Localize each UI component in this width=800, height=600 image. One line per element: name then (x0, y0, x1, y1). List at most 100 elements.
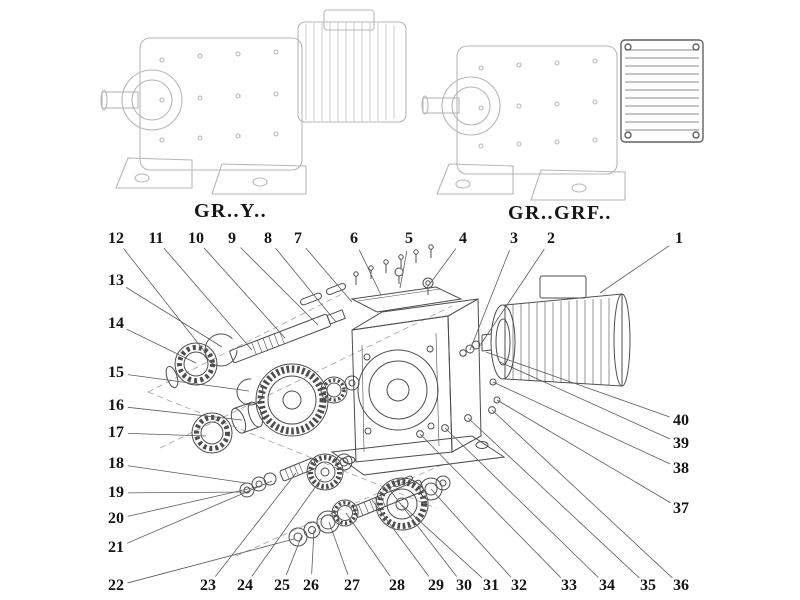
leader-line-8 (275, 248, 337, 323)
leader-line-35 (467, 417, 640, 579)
part-callout-36: 36 (671, 577, 691, 594)
bushing (230, 401, 264, 434)
motor (481, 275, 631, 387)
motor-terminal-box (323, 9, 375, 31)
output-hub (441, 76, 501, 136)
leader-line-6 (358, 249, 382, 296)
leader-line-3 (469, 250, 510, 351)
leader-line-28 (345, 512, 391, 577)
intermediate-gear-set (255, 363, 360, 437)
motor-end-cap (613, 293, 631, 387)
housing-base (330, 435, 506, 476)
foot-left (115, 157, 193, 189)
leader-line-25 (286, 534, 303, 575)
part-callout-28: 28 (387, 577, 407, 594)
leader-line-27 (328, 521, 349, 575)
part-callout-39: 39 (671, 435, 691, 452)
leader-line-34 (444, 427, 599, 578)
foot-right (530, 169, 626, 201)
part-callout-24: 24 (235, 577, 255, 594)
part-callout-21: 21 (106, 539, 126, 556)
leader-line-26 (311, 529, 315, 575)
part-callout-40: 40 (671, 412, 691, 429)
variant-label-gr-grf: GR..GRF.. (508, 202, 612, 224)
leader-line-20 (127, 485, 262, 517)
part-callout-33: 33 (559, 577, 579, 594)
leader-line-38 (492, 381, 671, 465)
output-gear-teeth (377, 479, 427, 529)
part-callout-11: 11 (146, 230, 166, 247)
motor-flange (490, 304, 516, 380)
leader-line-21 (126, 480, 273, 544)
part-callout-31: 31 (481, 577, 501, 594)
foot-hole (455, 179, 471, 189)
output-shaft (422, 97, 460, 114)
leader-line-33 (419, 433, 561, 578)
leader-line-17 (127, 433, 207, 437)
leader-line-7 (305, 247, 353, 303)
leader-line-10 (203, 247, 286, 339)
part-callout-9: 9 (226, 230, 238, 247)
foot-left (436, 163, 514, 195)
part-callout-37: 37 (671, 500, 691, 517)
exploded-view (147, 244, 631, 557)
part-callout-2: 2 (545, 230, 557, 247)
input-bearing-and-rings (165, 333, 264, 406)
part-callout-6: 6 (348, 230, 360, 247)
gearbox-body (139, 37, 303, 171)
retaining-ring (204, 333, 238, 367)
leader-line-19 (127, 491, 251, 494)
part-callout-35: 35 (638, 577, 658, 594)
foot-right (211, 163, 307, 195)
part-callout-10: 10 (186, 230, 206, 247)
part-callout-17: 17 (106, 424, 126, 441)
leader-line-30 (385, 484, 457, 577)
gearbox-bolt-dots (478, 58, 598, 149)
part-callout-15: 15 (106, 364, 126, 381)
leader-line-12 (123, 248, 206, 353)
leader-line-4 (425, 248, 457, 290)
gear-teeth-hatch (251, 331, 285, 355)
motor-terminal-box (539, 275, 587, 299)
leader-line-40 (485, 351, 670, 418)
part-callout-22: 22 (106, 577, 126, 594)
housing-cover (350, 286, 463, 313)
gearbox-body (456, 45, 618, 175)
variant-label-gr-y: GR..Y.. (194, 200, 268, 222)
leader-line-18 (127, 465, 247, 484)
output-shaft-end (100, 89, 108, 111)
assembled-view-gr-grf (421, 39, 704, 201)
leader-line-16 (127, 406, 243, 421)
flange-bolts (416, 378, 501, 438)
part-callout-14: 14 (106, 315, 126, 332)
part-callout-1: 1 (673, 230, 685, 247)
motor-fins (305, 22, 395, 122)
foot-hole (252, 177, 268, 187)
leader-line-32 (430, 488, 512, 578)
part-callout-25: 25 (272, 577, 292, 594)
leader-line-39 (499, 361, 671, 440)
gear-teeth (257, 365, 327, 435)
leader-line-24 (251, 478, 322, 577)
leader-line-5 (399, 250, 408, 289)
leader-line-11 (163, 247, 253, 351)
lower-left-bearing-and-bushing (191, 401, 264, 454)
input-shaft-assembly (229, 282, 347, 364)
part-callout-26: 26 (301, 577, 321, 594)
leader-line-14 (126, 328, 197, 364)
shaft-key-2 (325, 282, 347, 296)
leader-line-2 (480, 248, 545, 345)
part-callout-23: 23 (198, 577, 218, 594)
leader-line-37 (496, 399, 671, 504)
leader-line-31 (401, 504, 483, 579)
part-callout-8: 8 (262, 230, 274, 247)
part-callout-20: 20 (106, 510, 126, 527)
output-hub (121, 69, 183, 131)
part-callout-32: 32 (509, 577, 529, 594)
assembled-view-gr-y (100, 9, 407, 195)
output-shaft (101, 91, 139, 109)
part-callout-7: 7 (292, 230, 304, 247)
shim-ring (165, 365, 179, 389)
